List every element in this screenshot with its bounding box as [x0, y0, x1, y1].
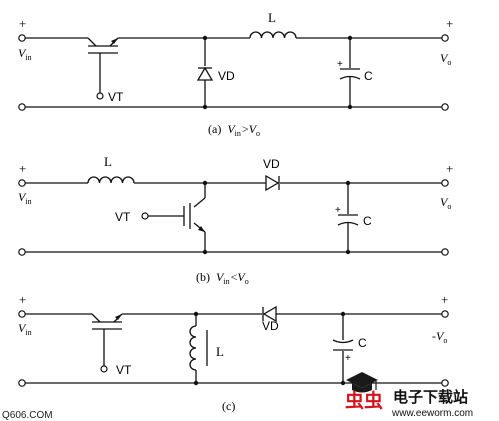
transistor-vt-a: VT [88, 45, 124, 104]
diode-vd-a: VD [196, 35, 235, 110]
capacitor-label: C [358, 336, 367, 350]
output-voltage-label: Vo [440, 195, 451, 211]
output-terminal-negative [441, 103, 449, 111]
caption-c: (c) [222, 399, 235, 413]
capacitor-label: C [364, 69, 373, 83]
logo-text: 虫虫 [345, 389, 383, 412]
caption-a: (a)Vin>Vo [208, 122, 260, 138]
transistor-label: VT [116, 363, 132, 377]
caption-b: (b)Vin<Vo [196, 270, 249, 286]
watermark-left-text: Q606.COM [2, 410, 53, 421]
output-terminal-negative [441, 248, 449, 256]
diode-label: VD [263, 157, 280, 171]
output-terminal-negative [441, 379, 449, 387]
inductor-l-b: L [87, 154, 135, 184]
capacitor-polarity: + [335, 205, 341, 216]
circuit-a: VT VD L + C [18, 10, 453, 138]
transistor-label: VT [108, 90, 124, 104]
output-plus-sign: + [446, 16, 453, 31]
inductor-label: L [268, 10, 276, 25]
inductor-l-a: L [249, 10, 297, 39]
capacitor-polarity: + [337, 59, 343, 70]
input-voltage-label: Vin [18, 321, 32, 337]
input-plus-sign: + [19, 292, 26, 307]
input-voltage-label: Vin [18, 46, 32, 62]
input-terminal-negative [18, 379, 26, 387]
output-plus-sign: + [446, 161, 453, 176]
capacitor-polarity: + [345, 353, 351, 364]
input-terminal-positive [18, 310, 26, 318]
output-terminal-positive [441, 179, 449, 187]
inductor-label: L [216, 344, 224, 359]
graduation-cap-icon [346, 372, 378, 393]
circuit-b: L VT VD [18, 154, 453, 286]
transistor-label: VT [115, 210, 131, 224]
capacitor-label: C [363, 214, 372, 228]
capacitor-c-c: + C [332, 311, 367, 386]
output-voltage-label: Vo [440, 51, 451, 67]
transistor-vt-c: VT [92, 321, 132, 377]
brand-text: 电子下载站 [393, 388, 468, 406]
url-text: www.eeworm.com [391, 408, 473, 419]
output-terminal-positive [441, 310, 449, 318]
diode-label: VD [262, 319, 279, 333]
output-plus-sign: + [441, 292, 448, 307]
output-terminal-positive [441, 34, 449, 42]
transistor-vt-b: VT [115, 180, 208, 255]
input-voltage-label: Vin [18, 190, 32, 206]
inductor-label: L [104, 154, 112, 169]
input-terminal-positive [18, 34, 26, 42]
input-terminal-negative [18, 103, 26, 111]
output-voltage-label: -Vo [432, 329, 447, 345]
capacitor-c-b: + C [335, 180, 372, 255]
input-plus-sign: + [19, 161, 26, 176]
input-terminal-negative [18, 248, 26, 256]
diode-label: VD [218, 69, 235, 83]
input-terminal-positive [18, 179, 26, 187]
diode-vd-b: VD [263, 157, 280, 192]
capacitor-c-a: + C [337, 35, 373, 110]
input-plus-sign: + [19, 16, 26, 31]
diode-vd-c: VD [262, 305, 279, 333]
inductor-l-c: L [189, 311, 224, 386]
circuit-c: VT L VD + C [18, 292, 449, 413]
watermark: Q606.COM 虫虫 电子下载站 www.eeworm.com [2, 372, 473, 421]
